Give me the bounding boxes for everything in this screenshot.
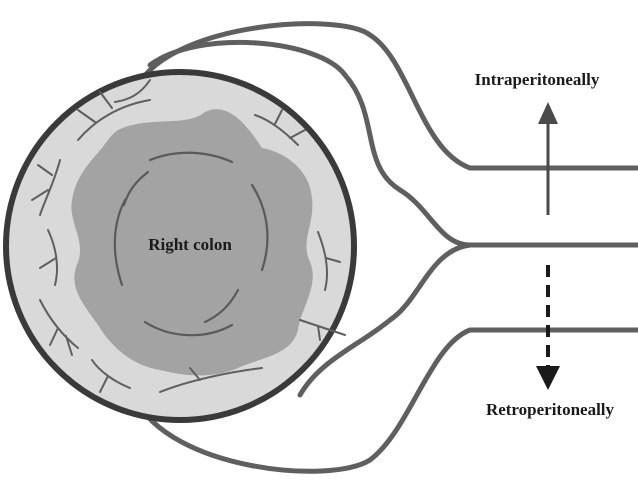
retroperitoneal-arrow-head bbox=[536, 366, 560, 390]
intraperitoneal-label: Intraperitoneally bbox=[475, 70, 600, 89]
intraperitoneal-arrow-head bbox=[538, 102, 558, 124]
retroperitoneal-label: Retroperitoneally bbox=[486, 400, 615, 419]
center-label: Right colon bbox=[148, 235, 232, 254]
